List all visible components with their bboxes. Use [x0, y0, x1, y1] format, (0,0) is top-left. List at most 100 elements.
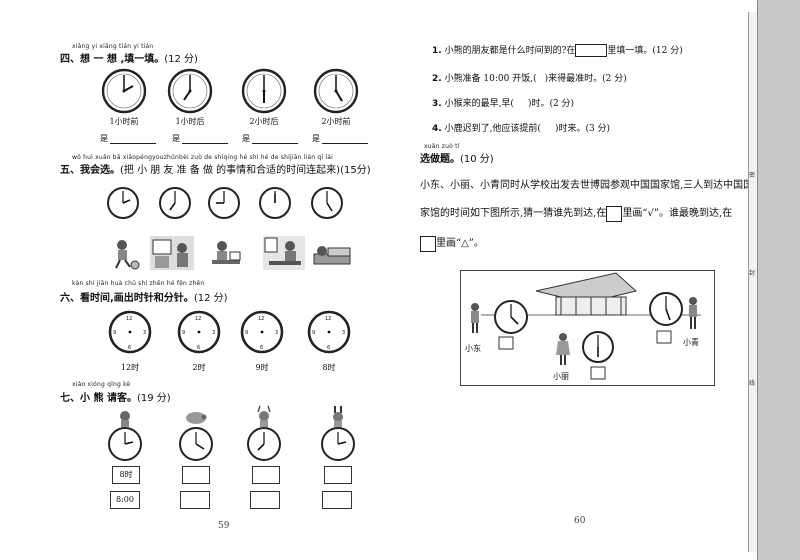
sec4-pinyin: xiǎng yi xiǎng tián yi tián [72, 43, 154, 50]
choose-title: 选做题。(10 分) [420, 150, 494, 165]
child-doing-homework-icon[interactable] [208, 238, 244, 270]
answer-line[interactable] [322, 135, 368, 144]
child-watching-tv-icon[interactable] [150, 236, 194, 270]
question-text: )来得最准时。(2 分) [544, 74, 627, 84]
svg-text:6: 6 [197, 345, 200, 351]
svg-text:9: 9 [312, 330, 315, 336]
pig-clock-icon [179, 412, 213, 461]
triangle-box-icon[interactable] [420, 235, 436, 252]
name-xiaoli: 小丽 [553, 372, 569, 381]
child-eating-icon[interactable] [263, 236, 305, 270]
clock-label: 12时 [120, 363, 140, 372]
clock-icon[interactable] [158, 186, 192, 220]
answer-line[interactable] [252, 135, 298, 144]
answer-box-hour[interactable] [252, 466, 280, 484]
answer-box-hour[interactable] [182, 466, 210, 484]
clock-icon[interactable] [106, 186, 140, 220]
answer-line[interactable] [110, 135, 156, 144]
clock-icon[interactable] [207, 186, 241, 220]
sec6-title: 六、看时间,画出时针和分针。(12 分) [60, 289, 228, 304]
clock-icon [313, 68, 359, 114]
question-2: 2. 小熊准备 10:00 开饭,()来得最准时。(2 分) [432, 71, 627, 84]
margin-char: 密 [749, 172, 756, 179]
clock-label: 1小时后 [175, 117, 205, 126]
sec7-title-text: 七、小 熊 请客。 [60, 393, 137, 404]
svg-text:9: 9 [245, 330, 248, 336]
sec5-pinyin: wǒ huì xuǎn bǎ xiǎopéngyouzhǔnbèi zuò de… [72, 154, 334, 161]
sec7-score: (19 分) [136, 393, 171, 404]
question-text: 小熊准备 10:00 开饭,( [444, 74, 537, 84]
clock-face-icon[interactable]: 12 3 6 9 [108, 310, 152, 354]
answer-prefix: 是 [172, 134, 180, 143]
sec4-score: (12 分) [164, 54, 198, 65]
answer-prefix: 是 [312, 134, 320, 143]
svg-text:9: 9 [113, 330, 116, 336]
deer-clock-icon [247, 405, 281, 461]
question-number: 1. [432, 46, 442, 56]
sec5-score: (15分) [340, 165, 371, 176]
clock-icon [167, 68, 213, 114]
answer-line[interactable] [182, 135, 228, 144]
answer-blank[interactable]: 是 [172, 133, 228, 144]
sec5-title-text: 五、我会选。 [60, 165, 120, 176]
sec6-score: (12 分) [193, 293, 228, 304]
question-text: 小熊的朋友都是什么时间到的?在 [444, 46, 576, 56]
margin-char: 封 [749, 270, 756, 277]
question-3: 3. 小猴来的最早,早()时。(2 分) [432, 96, 574, 109]
paragraph-text: 家馆的时间如下图所示,猜一猜谁先到达,在 [420, 208, 607, 219]
answer-blank[interactable]: 是 [100, 133, 156, 144]
answer-box-digital[interactable]: 8:00 [110, 491, 140, 509]
sec7-pinyin: xiǎo xióng qǐng kè [72, 381, 131, 388]
question-1: 1. 小熊的朋友都是什么时间到的?在 里填一填。(12 分) [432, 43, 683, 57]
clock-label: 2小时前 [321, 117, 351, 126]
answer-box-digital[interactable] [180, 491, 210, 509]
svg-text:3: 3 [143, 330, 146, 336]
answer-box-digital[interactable] [322, 491, 352, 509]
sec6-pinyin: kàn shí jiān huà chū shí zhēn hé fēn zhē… [72, 280, 205, 287]
clock-icon [101, 68, 147, 114]
clock-label: 1小时前 [109, 117, 139, 126]
page-number-left: 59 [218, 521, 230, 531]
answer-blank[interactable]: 是 [242, 133, 298, 144]
sec7-title: 七、小 熊 请客。(19 分) [60, 389, 171, 404]
child-sleeping-icon[interactable] [312, 236, 352, 270]
sec5-instruction: (把 小 朋 友 准 备 做 的事情和合适的时间连起来) [120, 165, 341, 176]
svg-text:3: 3 [275, 330, 278, 336]
answer-prefix: 是 [242, 134, 250, 143]
question-text: )时。(2 分) [527, 99, 575, 109]
clock-icon[interactable] [310, 186, 344, 220]
svg-text:12: 12 [195, 316, 201, 322]
choose-title-text: 选做题。 [420, 154, 460, 165]
sec6-title-text: 六、看时间,画出时针和分针。 [60, 293, 194, 304]
choose-paragraph-line: 里画“△”。 [420, 234, 484, 252]
answer-box-hour[interactable]: 8时 [112, 466, 140, 484]
choose-score: (10 分) [460, 154, 494, 165]
monkey-clock-icon [108, 411, 142, 461]
question-text: 小猴来的最早,早( [444, 99, 514, 109]
answer-box-hour[interactable] [324, 466, 352, 484]
question-text: 里填一填。(12 分) [607, 46, 683, 56]
check-box-icon[interactable] [606, 205, 623, 222]
svg-text:9: 9 [182, 330, 185, 336]
answer-box-digital[interactable] [250, 491, 280, 509]
answer-prefix: 是 [100, 134, 108, 143]
sec4-title: 四、想 一 想 ,填一填。(12 分) [60, 50, 198, 65]
clock-icon[interactable] [258, 186, 292, 220]
svg-text:12: 12 [126, 316, 132, 322]
question-4: 4. 小鹿迟到了,他应该提前()时来。(3 分) [432, 121, 610, 134]
clock-label: 9时 [255, 363, 269, 372]
answer-box[interactable] [575, 44, 608, 57]
china-pavilion-icon [461, 271, 714, 385]
svg-text:12: 12 [325, 316, 331, 322]
svg-text:6: 6 [128, 345, 131, 351]
margin-char: 线 [749, 380, 756, 387]
expo-illustration: 小东 小丽 小青 [460, 270, 715, 386]
answer-blank[interactable]: 是 [312, 133, 368, 144]
svg-text:6: 6 [260, 345, 263, 351]
choose-paragraph-line: 小东、小丽、小青同时从学校出发去世博园参观中国国家馆,三人到达中国国 [420, 180, 754, 191]
child-playing-ball-icon[interactable] [106, 238, 142, 270]
page-number-right: 60 [574, 516, 586, 526]
